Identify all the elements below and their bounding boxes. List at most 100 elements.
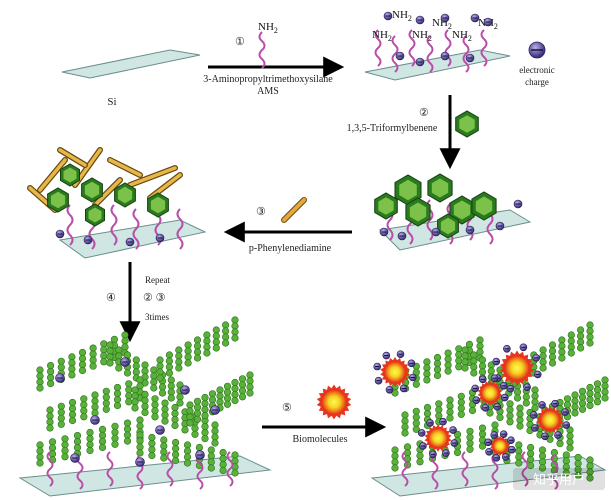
ams-nh2-label: NH2 [258,21,278,35]
cof-bead [586,389,594,398]
cof-bead [457,398,465,406]
cof-bead [86,446,94,455]
cof-bead [231,451,239,459]
si-label: Si [107,96,116,108]
cof-bead [208,396,217,404]
cof-bead [131,386,139,394]
cof-bead [121,343,129,351]
cof-bead [141,402,149,411]
biomolecule-core [481,384,499,402]
cof-bead [195,443,203,452]
cof-bead [212,332,220,340]
ams-strand [110,204,118,246]
repeat-label: Repeat [145,275,170,285]
cof-bead [61,435,69,443]
cof-bead [46,368,55,376]
cof-bead [123,425,132,433]
cof-bead [513,388,522,396]
cof-bead [193,348,202,356]
cof-bead [183,447,192,455]
cof-bead [433,353,442,362]
cof-bead [223,382,232,390]
cof-bead [586,333,594,341]
cof-bead [125,386,133,394]
cof-bead [455,357,463,365]
cof-bead [156,374,164,382]
cof-bead [181,426,189,434]
cof-bead [513,394,522,402]
cof-bead [125,398,133,406]
hexagon-ring [409,202,427,222]
cof-bead [586,474,594,482]
biomolecule-icon [316,384,352,420]
cof-bead [123,437,132,445]
cof-bead [175,352,183,360]
ams-molecule-icon [258,31,266,69]
step1-number: ① [235,36,245,48]
cof-bead [444,355,452,363]
cof-bead [538,452,547,460]
cof-bead [461,358,469,366]
cof-bead [219,454,227,463]
cof-bead [238,393,247,401]
cof-bead [167,382,175,390]
cof-bead [193,397,202,405]
cof-bead [516,416,524,424]
cof-bead [446,414,454,422]
cof-bead [578,399,587,407]
ams-strand [551,454,559,490]
cof-bead [57,363,65,371]
cof-bead [68,359,76,367]
cof-bead [211,421,219,429]
cof-bead [121,331,129,339]
electronic-charge-legend: electronic charge [519,41,555,87]
cof-bead [46,374,55,382]
ams-strand [374,29,382,67]
cof-bead [161,411,169,419]
cof-bead [150,372,158,380]
cof-framework-stage [18,316,272,497]
cof-bead [562,457,570,465]
ams-strand [461,451,469,487]
cof-bead [446,408,454,416]
cof-bead [506,400,514,408]
cof-bead [403,443,412,451]
cof-bead [148,439,156,448]
cof-bead [211,433,219,441]
cof-bead [433,371,442,380]
cof-bead [36,441,44,449]
cof-bead [478,368,487,376]
cof-bead [207,446,215,454]
cof-bead [201,405,209,414]
cof-bead [167,376,175,384]
cof-bead [578,393,587,401]
cof-bead [216,386,224,394]
cof-bead [548,353,557,361]
cof-bead [455,345,463,353]
cof-bead [476,342,484,350]
cof-bead [466,433,474,441]
cof-bead [184,341,192,349]
cof-bead [216,392,224,400]
cof-bead [576,326,585,334]
cof-bead [578,387,587,395]
cof-bead [158,389,167,397]
hexagon-ring [117,186,133,204]
cof-bead [466,439,474,447]
cof-bead [486,409,494,417]
cof-bead [515,453,523,461]
cof-bead [571,397,579,405]
cof-bead [201,399,209,408]
hexagon-ring [440,217,456,235]
cof-bead [201,411,209,420]
cof-bead [46,380,55,388]
cof-bead [98,443,107,452]
cof-bead [113,389,122,398]
cof-bead [478,442,487,450]
cof-bead [193,336,202,344]
cof-bead [391,464,399,472]
cof-bead [461,352,469,360]
cof-bead [61,447,69,455]
cof-bead [478,424,487,432]
